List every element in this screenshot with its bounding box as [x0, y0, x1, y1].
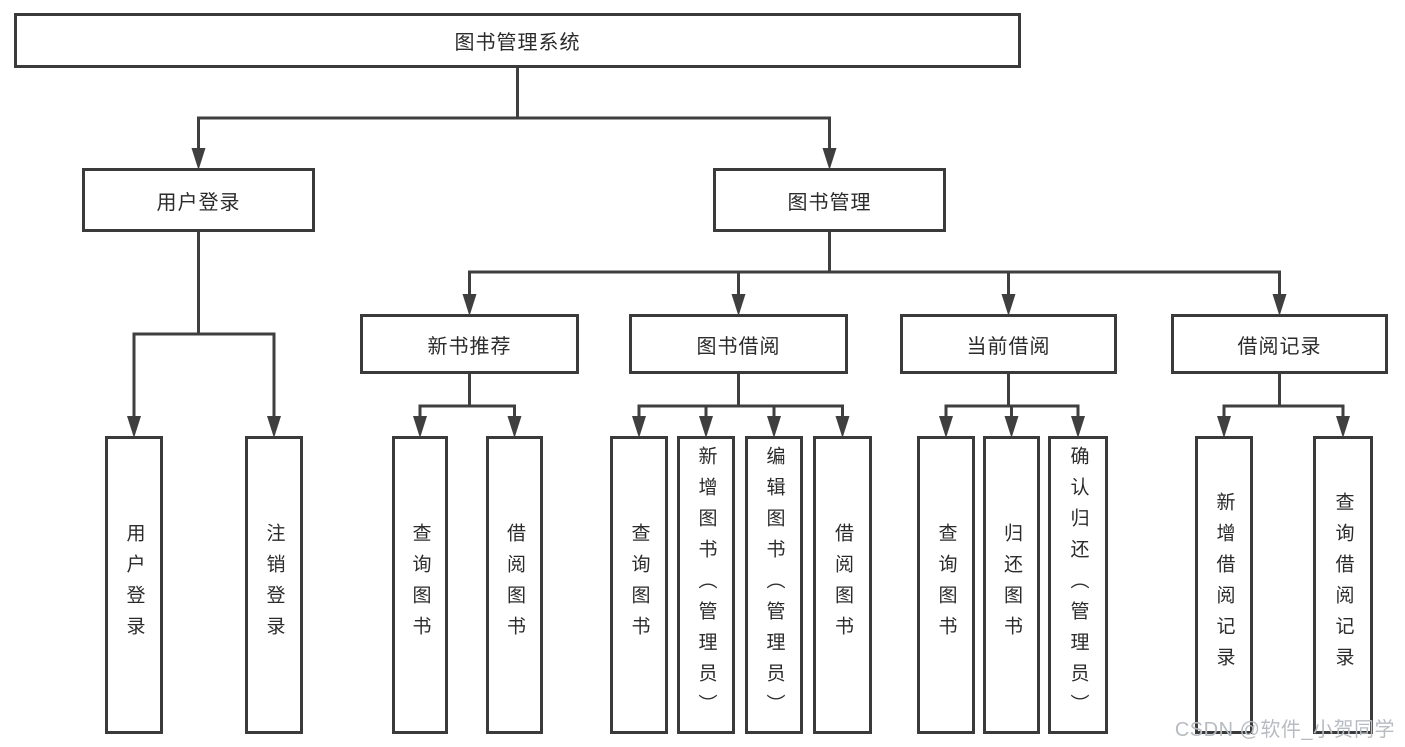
node-bw-query: 查询图书	[610, 436, 668, 734]
node-nb-query: 查询图书	[392, 436, 448, 734]
node-records: 借阅记录	[1171, 314, 1388, 374]
node-bw-borrow: 借阅图书	[813, 436, 872, 734]
node-rec-query: 查询借阅记录	[1313, 436, 1373, 734]
node-bw-add: 新增图书（管理员）	[677, 436, 735, 734]
node-current: 当前借阅	[900, 314, 1117, 374]
node-nb-borrow: 借阅图书	[486, 436, 543, 734]
node-rec-add: 新增借阅记录	[1195, 436, 1253, 734]
node-cur-query: 查询图书	[917, 436, 975, 734]
node-u-logout: 注销登录	[245, 436, 303, 734]
node-newbook: 新书推荐	[360, 314, 579, 374]
node-root: 图书管理系统	[14, 13, 1021, 68]
watermark: CSDN @软件_小贺同学	[1174, 719, 1395, 741]
node-cur-return: 归还图书	[983, 436, 1040, 734]
node-borrow: 图书借阅	[629, 314, 848, 374]
node-cur-confirm: 确认归还（管理员）	[1048, 436, 1108, 734]
node-mgmt: 图书管理	[713, 168, 946, 232]
node-bw-edit: 编辑图书（管理员）	[745, 436, 803, 734]
node-login: 用户登录	[82, 168, 315, 232]
node-u-login: 用户登录	[105, 436, 163, 734]
